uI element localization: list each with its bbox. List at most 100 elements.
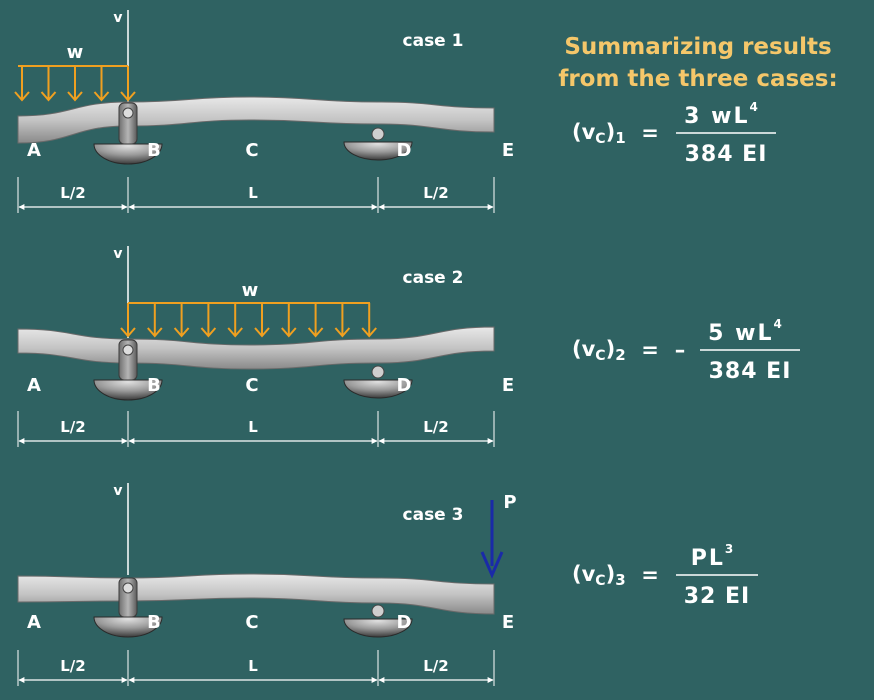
equation-2-sub-num: 2 <box>615 346 625 364</box>
equation-3-denominator: 32 EI <box>684 584 751 609</box>
case-1-load-arrowhead-4 <box>120 91 136 102</box>
case-3-dim-label-2: L/2 <box>423 657 448 675</box>
case-2-beam <box>17 326 495 370</box>
equation-1-close: ) <box>606 120 616 144</box>
case-3-pin-b-bolt <box>122 582 134 594</box>
case-3-support-d <box>343 618 413 638</box>
case-2-label: case 2 <box>403 268 464 288</box>
case-2-dim-label-2: L/2 <box>423 418 448 436</box>
summary-title-line-2: from the three cases: <box>558 66 837 92</box>
equation-2-numerator: 5 wL4 <box>708 317 784 346</box>
case-2-point-b: B <box>147 375 161 396</box>
case-2-load-arrowhead-8 <box>334 327 351 338</box>
equation-2-equals: = <box>641 338 659 362</box>
case-2-dim-label-0: L/2 <box>60 418 85 436</box>
case-3-dim-label-0: L/2 <box>60 657 85 675</box>
case-2-point-c: C <box>245 375 258 396</box>
case-1-label: case 1 <box>403 31 464 51</box>
case-1-load-label: w <box>67 42 84 63</box>
equation-1-num-load: w <box>711 104 733 129</box>
case-1-dim-label-0: L/2 <box>60 184 85 202</box>
case-1-load-arrowhead-1 <box>40 91 57 102</box>
case-2-point-e: E <box>502 375 514 396</box>
case-1-beam <box>17 96 495 144</box>
equation-1-equals: = <box>641 121 659 145</box>
case-3-point-c: C <box>245 612 258 633</box>
equation-3-numerator: PL3 <box>691 542 736 571</box>
case-3-point-d: D <box>397 612 412 633</box>
equation-1-open: (v <box>572 120 596 144</box>
case-1-pin-b-bolt <box>122 107 134 119</box>
case-1-v-axis-label: v <box>113 10 122 26</box>
case-1-roller-d <box>371 127 385 141</box>
equation-2-open: (v <box>572 337 596 361</box>
case-2-pin-b-bolt <box>122 344 134 356</box>
case-2-load-arrowhead-6 <box>281 327 297 338</box>
equation-case-1: (vC)1 = 3 wL4 384 EI <box>572 100 776 167</box>
equation-1-sub-c: C <box>595 131 605 147</box>
case-3-point-a: A <box>27 612 41 633</box>
case-2-distributed-load: w <box>120 280 377 338</box>
equation-1-sub-num: 1 <box>615 129 625 147</box>
case-2-load-arrowhead-2 <box>173 327 190 338</box>
case-1-point-a: A <box>27 140 41 161</box>
case-2-load-arrowhead-9 <box>361 327 377 338</box>
equation-3-num-power: 3 <box>725 542 735 556</box>
equation-3-num-load: P <box>691 546 709 571</box>
case-2-load-label: w <box>242 280 259 301</box>
equation-2-num-load: w <box>735 321 757 346</box>
equation-1-lhs: (vC)1 <box>572 120 626 147</box>
equation-1-numerator: 3 wL4 <box>684 100 760 129</box>
case-2-load-arrowhead-4 <box>227 327 243 338</box>
case-3-point-b: B <box>147 612 161 633</box>
case-1-point-e: E <box>502 140 514 161</box>
case-2-v-axis-label: v <box>113 246 122 262</box>
equation-2-close: ) <box>606 337 616 361</box>
case-2-load-arrowhead-5 <box>254 327 270 338</box>
equation-2-sub-c: C <box>595 348 605 364</box>
case-2-load-arrowhead-1 <box>147 327 163 338</box>
equation-2-num-coef: 5 <box>708 321 735 346</box>
equation-2-num-l: L <box>757 321 773 346</box>
equation-3-sub-num: 3 <box>615 571 625 589</box>
equation-3-num-l: L <box>709 546 725 571</box>
case-1-load-arrowhead-0 <box>14 91 30 102</box>
case-2-support-b <box>93 379 163 401</box>
case-1-dim-label-1: L <box>248 184 258 202</box>
case-2-load-arrowhead-3 <box>200 327 217 338</box>
case-2-load-arrowhead-0 <box>120 327 136 338</box>
case-3-label: case 3 <box>403 505 464 525</box>
case-2-roller-d <box>371 365 385 379</box>
equation-3-sub-c: C <box>595 573 605 589</box>
case-3-dim-label-1: L <box>248 657 258 675</box>
case-2-dim-label-1: L <box>248 418 258 436</box>
case-1-point-d: D <box>397 140 412 161</box>
case-3-group: v case 3 A B C D E L/2 L L/2 P <box>17 483 517 686</box>
case-3-point-load: P <box>480 492 517 579</box>
case-1-support-d <box>343 141 413 161</box>
equation-case-2: (vC)2 =–5 wL4 384 EI <box>572 317 800 384</box>
equation-2-lhs: (vC)2 <box>572 337 626 364</box>
equation-3-lhs: (vC)3 <box>572 562 626 589</box>
case-2-load-arrowhead-7 <box>307 327 324 338</box>
case-3-point-e: E <box>502 612 514 633</box>
equation-1-denominator: 384 EI <box>685 142 768 167</box>
equation-3-equals: = <box>641 563 659 587</box>
equation-2-denominator: 384 EI <box>709 359 792 384</box>
case-3-v-axis-label: v <box>113 483 122 499</box>
case-3-point-load-label: P <box>503 492 516 513</box>
equation-3-open: (v <box>572 562 596 586</box>
case-1-point-c: C <box>245 140 258 161</box>
summary-title-line-1: Summarizing results <box>564 34 831 60</box>
equation-1-num-power: 4 <box>749 100 759 114</box>
equation-2-num-power: 4 <box>773 317 783 331</box>
equation-2-sign: – <box>675 338 686 362</box>
case-1-point-b: B <box>147 140 161 161</box>
case-1-load-arrowhead-3 <box>93 91 110 102</box>
equation-1-num-coef: 3 <box>684 104 711 129</box>
